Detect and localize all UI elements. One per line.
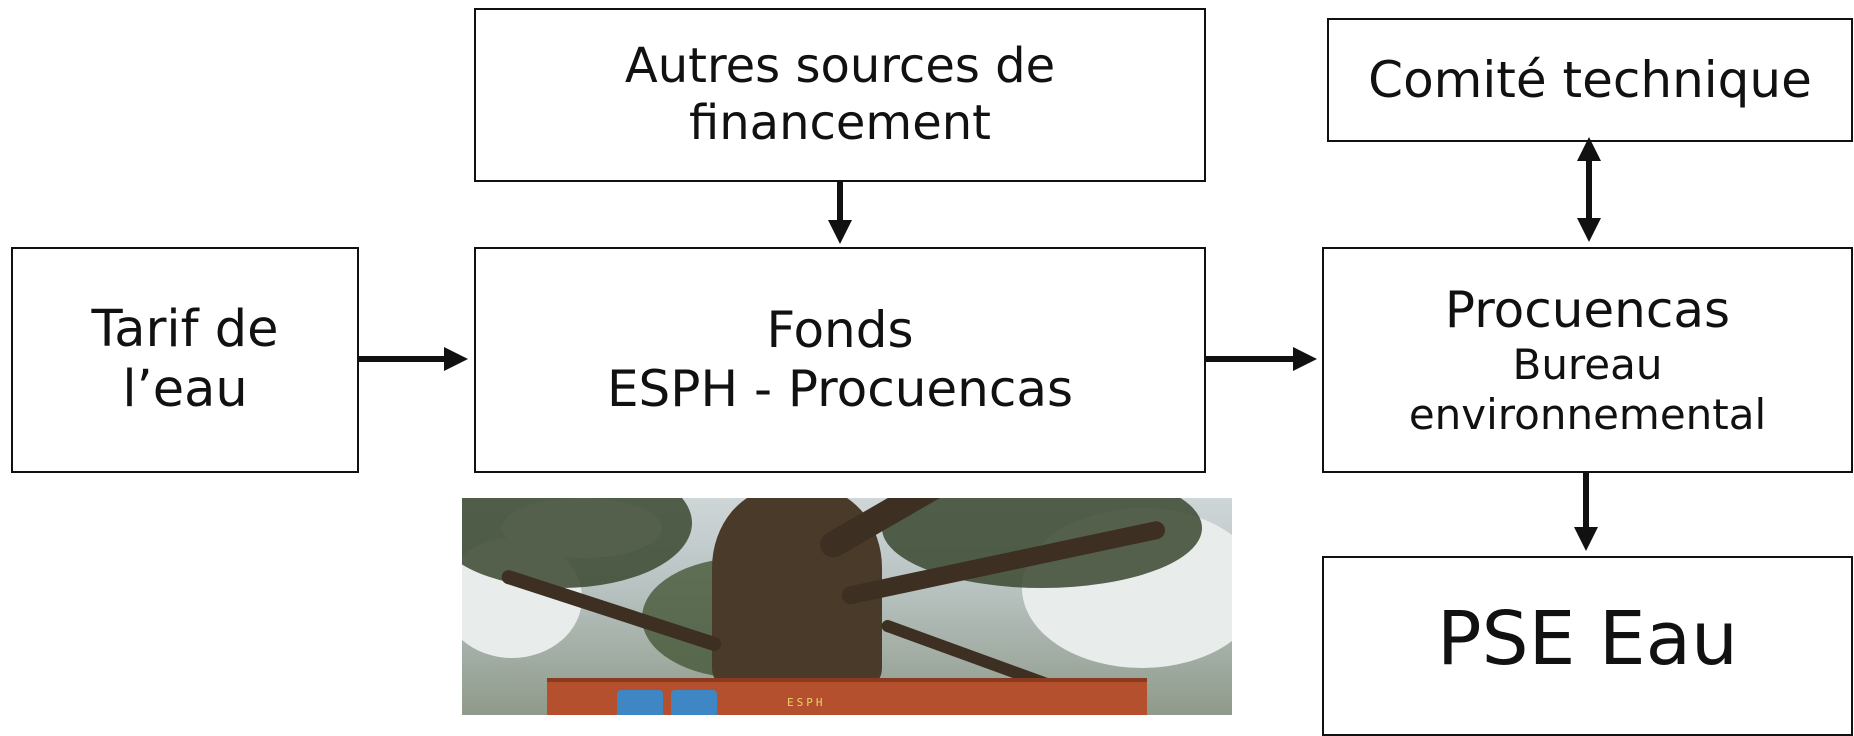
procuencas-line3: environnemental <box>1408 389 1767 439</box>
connector-arrows <box>359 137 1601 551</box>
procuencas-line2: Bureau <box>1512 339 1663 389</box>
fonds-line1: Fonds <box>766 301 914 359</box>
pse-label: PSE Eau <box>1437 596 1738 682</box>
sign-text: ESPH <box>787 696 826 709</box>
esph-sign: ESPH <box>547 678 1147 715</box>
box-procuencas: Procuencas Bureau environnemental <box>1322 247 1853 473</box>
box-pse-eau: PSE Eau <box>1322 556 1853 736</box>
autres-line2: financement <box>689 95 991 151</box>
box-autres-sources-financement: Autres sources de financement <box>474 8 1206 182</box>
comite-label: Comité technique <box>1368 50 1812 109</box>
procuencas-line1: Procuencas <box>1444 280 1731 339</box>
tarif-line1: Tarif de <box>91 299 279 359</box>
tarif-line2: l’eau <box>122 360 248 419</box>
box-comite-technique: Comité technique <box>1327 18 1853 142</box>
autres-line1: Autres sources de <box>624 38 1056 95</box>
tree-photo: ESPH <box>462 498 1232 715</box>
box-tarif-eau: Tarif de l’eau <box>11 247 359 473</box>
box-fonds: Fonds ESPH - Procuencas <box>474 247 1206 473</box>
sign-tile <box>671 690 717 715</box>
sign-tile <box>617 690 663 715</box>
fonds-line2: ESPH - Procuencas <box>606 360 1074 418</box>
